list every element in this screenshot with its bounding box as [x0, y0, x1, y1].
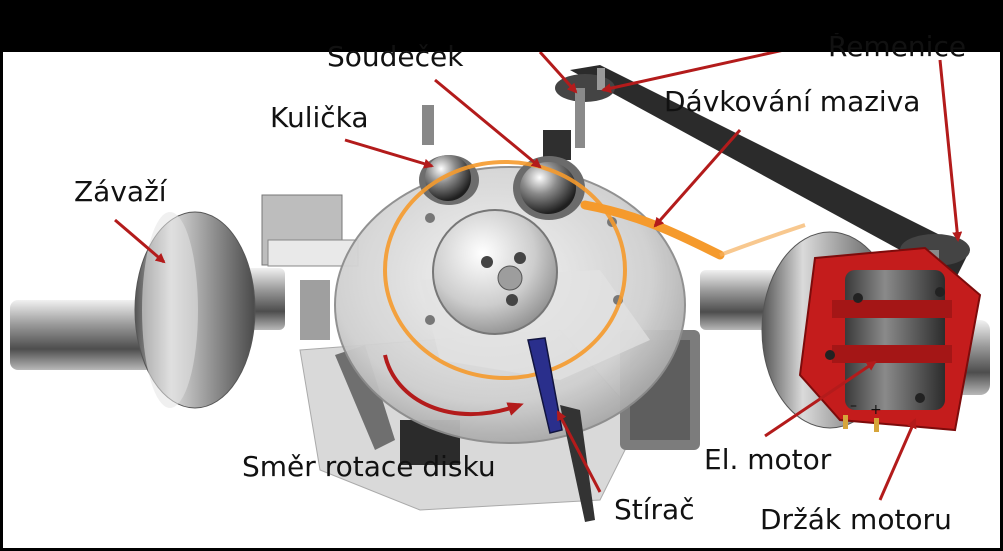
label-lubricant-dosing: Dávkování maziva [664, 85, 921, 118]
label-motor-holder: Držák motoru [760, 503, 952, 536]
polarity-plus: + [870, 402, 882, 418]
frame-bottom [0, 548, 1003, 551]
polarity-minus: – [850, 398, 857, 414]
callout-arrows [114, 40, 963, 501]
drive-belt [570, 65, 970, 280]
arrow-holder [434, 78, 542, 169]
arrow-lubricant [653, 129, 742, 228]
wiper-blade [527, 337, 563, 434]
test-ball [419, 155, 479, 205]
arrow-weight [114, 218, 166, 264]
frame-left [0, 0, 3, 551]
rotation-arrow [383, 354, 524, 416]
frame-right [1000, 0, 1003, 551]
arrow-motor-holder [878, 418, 917, 501]
arrow-ball [344, 138, 434, 169]
arrow-wiper [556, 410, 602, 493]
roller-holder [513, 130, 585, 220]
label-electric-motor: El. motor [704, 443, 832, 476]
motor-housing [798, 246, 982, 432]
rotating-disc [334, 166, 686, 444]
label-weight: Závaží [74, 175, 167, 208]
arrow-motor [764, 360, 877, 438]
weight-drum [134, 211, 256, 409]
label-ball: Kulička [270, 101, 369, 134]
arrow-pulley-large [938, 59, 963, 242]
top-black-band-overlay [0, 0, 1003, 33]
label-wiper: Stírač [614, 493, 695, 526]
pulley-small [555, 68, 615, 148]
label-pulley: Řemenice [828, 30, 967, 63]
label-holder: Soudeček [327, 40, 464, 73]
lever-bracket [261, 194, 395, 450]
arrow-pulley-small [538, 50, 578, 94]
disc-pin [422, 105, 434, 145]
label-disc-rotation: Směr rotace disku [242, 450, 496, 483]
